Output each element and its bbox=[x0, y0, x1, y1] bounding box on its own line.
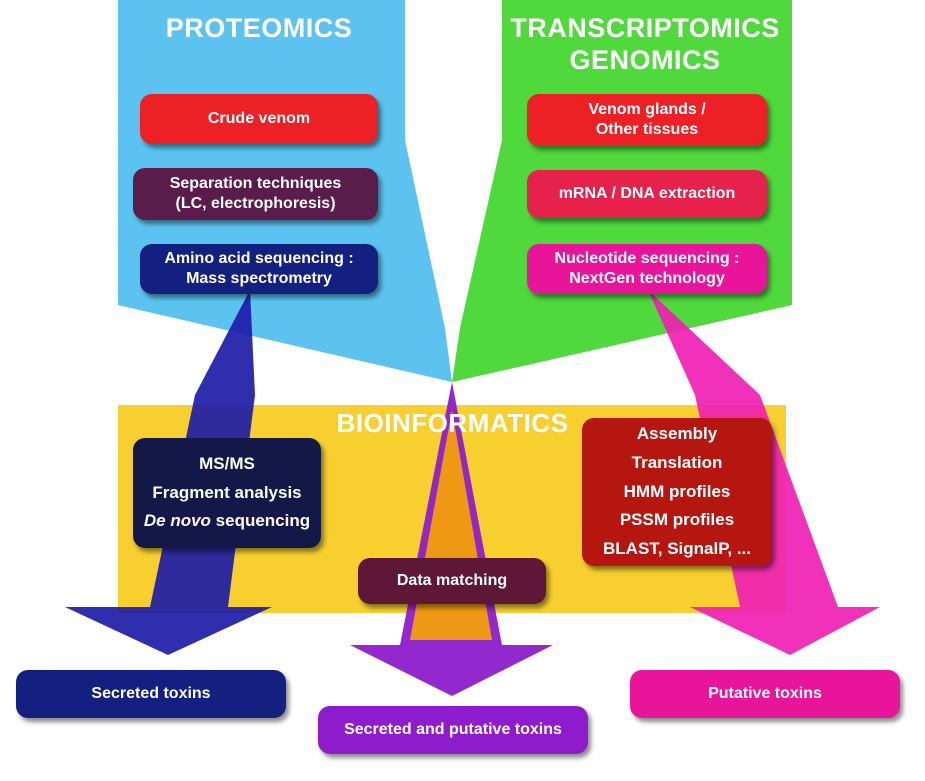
data-matching-box: Data matching bbox=[358, 558, 546, 604]
separation-techniques-box: Separation techniques (LC, electrophores… bbox=[133, 168, 378, 220]
analysis-step: BLAST, SignalP, ... bbox=[603, 539, 751, 559]
amino-acid-sequencing-box: Amino acid sequencing : Mass spectrometr… bbox=[140, 244, 378, 294]
crude-venom-box: Crude venom bbox=[140, 94, 378, 144]
nucleotide-analysis-box: Assembly Translation HMM profiles PSSM p… bbox=[582, 418, 772, 566]
extraction-box: mRNA / DNA extraction bbox=[527, 170, 767, 218]
ms-analysis-box: MS/MS Fragment analysis De novo sequenci… bbox=[133, 438, 321, 548]
proteomics-heading: PROTEOMICS bbox=[165, 13, 353, 43]
secreted-toxins-box: Secreted toxins bbox=[16, 670, 286, 718]
de-novo-line: De novo sequencing bbox=[143, 511, 311, 531]
secreted-and-putative-toxins-box: Secreted and putative toxins bbox=[318, 706, 588, 754]
bioinformatics-heading: BIOINFORMATICS bbox=[336, 408, 569, 438]
analysis-step: Translation bbox=[631, 452, 723, 472]
nucleotide-sequencing-box: Nucleotide sequencing : NextGen technolo… bbox=[527, 244, 767, 294]
proteomics-arrow bbox=[65, 290, 272, 655]
venom-glands-box: Venom glands / Other tissues bbox=[527, 94, 767, 146]
analysis-step: PSSM profiles bbox=[619, 510, 735, 530]
transcriptomics-heading: TRANSCRIPTOMICS GENOMICS bbox=[510, 13, 780, 76]
analysis-step: HMM profiles bbox=[623, 481, 731, 501]
putative-toxins-box: Putative toxins bbox=[630, 670, 900, 718]
analysis-step: Assembly bbox=[636, 423, 718, 443]
